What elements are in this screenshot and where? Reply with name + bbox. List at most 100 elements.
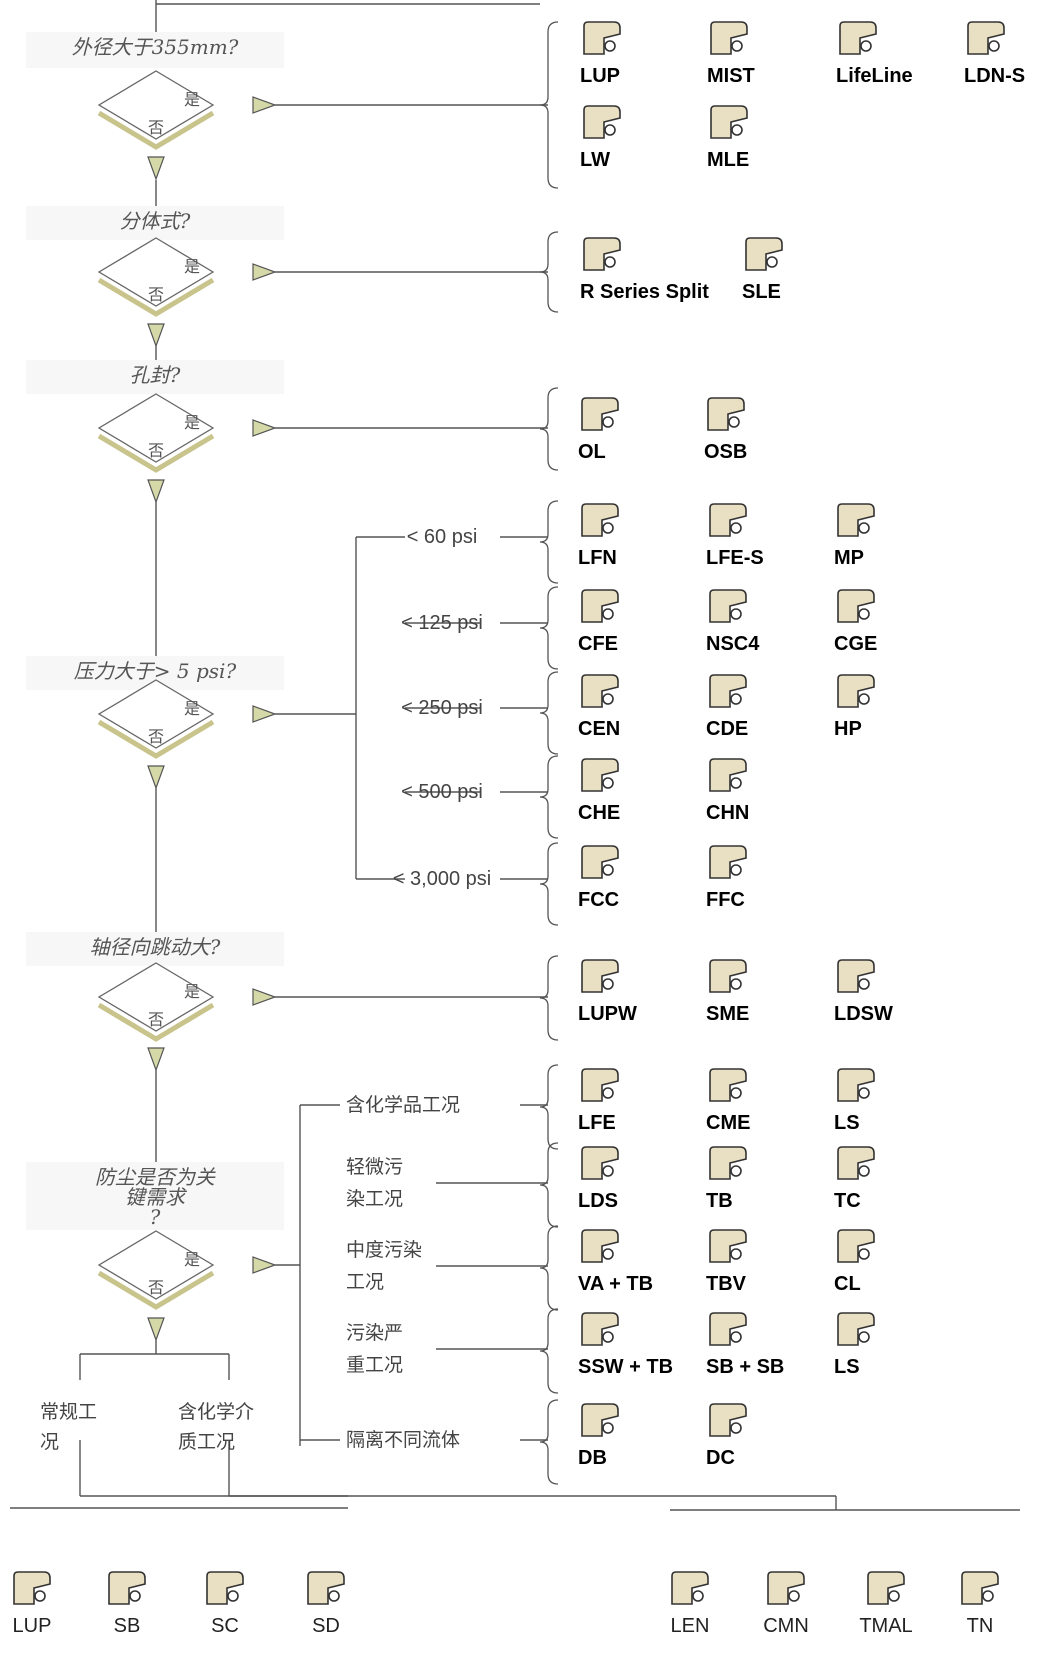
product-label: FFC <box>706 889 745 911</box>
seal-icon <box>581 1146 619 1180</box>
group-brace <box>539 1225 559 1311</box>
decision-yes-label: 是 <box>184 413 200 432</box>
seal-icon <box>961 1571 999 1605</box>
group-brace <box>539 755 559 839</box>
condition-label: 轻微污 <box>346 1156 403 1178</box>
seal-icon <box>967 21 1005 55</box>
product-label: SC <box>211 1615 239 1637</box>
group-brace <box>539 586 559 670</box>
product-label: LFN <box>578 547 617 569</box>
split-label-chem: 质工况 <box>178 1431 235 1453</box>
down-arrow <box>147 1317 165 1342</box>
seal-icon <box>837 589 875 623</box>
seal-icon <box>709 503 747 537</box>
seal-icon <box>837 503 875 537</box>
product-label: CL <box>834 1273 861 1295</box>
seal-icon <box>767 1571 805 1605</box>
question-text: ? <box>150 1205 161 1229</box>
decision-no-label: 否 <box>148 118 164 137</box>
question-text: 轴径向跳动大? <box>90 935 221 959</box>
decision-diamond <box>97 393 215 463</box>
product-label: LW <box>580 149 610 171</box>
question-text: 分体式? <box>120 209 191 233</box>
split-label-chem: 含化学介 <box>178 1401 254 1423</box>
seal-icon <box>710 105 748 139</box>
seal-icon <box>581 589 619 623</box>
seal-icon <box>837 1146 875 1180</box>
seal-icon <box>837 1229 875 1263</box>
seal-icon <box>709 1146 747 1180</box>
pressure-label: < 60 psi <box>407 526 478 548</box>
seal-icon <box>709 1229 747 1263</box>
product-label: LS <box>834 1112 860 1134</box>
seal-icon <box>108 1571 146 1605</box>
question-text: 外径大于355mm? <box>72 35 239 59</box>
down-arrow <box>147 156 165 181</box>
product-label: CGE <box>834 633 877 655</box>
group-brace <box>539 1064 559 1150</box>
product-label: LEN <box>671 1615 710 1637</box>
condition-label: 含化学品工况 <box>346 1094 460 1116</box>
product-label: TC <box>834 1190 861 1212</box>
decision-shadow <box>97 1270 215 1310</box>
decision-yes-label: 是 <box>184 257 200 276</box>
product-label: SSW + TB <box>578 1356 673 1378</box>
product-label: TBV <box>706 1273 747 1295</box>
pressure-label: < 3,000 psi <box>393 868 491 890</box>
decision-diamond <box>97 962 215 1032</box>
decision-yes-label: 是 <box>184 699 200 718</box>
right-arrow <box>252 1256 277 1274</box>
product-label: SB + SB <box>706 1356 784 1378</box>
seal-icon <box>709 845 747 879</box>
product-label: MLE <box>707 149 749 171</box>
seal-icon <box>13 1571 51 1605</box>
seal-icon <box>581 1403 619 1437</box>
seal-icon <box>707 397 745 431</box>
decision-no-label: 否 <box>148 727 164 746</box>
group-brace <box>539 1142 559 1228</box>
product-label: LUPW <box>578 1003 637 1025</box>
seal-icon <box>581 1312 619 1346</box>
seal-icon <box>709 589 747 623</box>
product-label: LFE-S <box>706 547 764 569</box>
seal-icon <box>583 21 621 55</box>
decision-yes-label: 是 <box>184 1250 200 1269</box>
condition-label: 染工况 <box>346 1188 403 1210</box>
product-label: CHN <box>706 802 749 824</box>
seal-icon <box>581 758 619 792</box>
seal-icon <box>745 237 783 271</box>
question-text: 孔封? <box>130 363 181 387</box>
product-label: DC <box>706 1447 735 1469</box>
seal-icon <box>709 959 747 993</box>
product-label: MIST <box>707 65 755 87</box>
decision-shadow <box>97 277 215 317</box>
question-box <box>26 32 284 68</box>
down-arrow <box>147 1047 165 1072</box>
decision-diamond <box>97 237 215 307</box>
group-brace <box>539 842 559 926</box>
group-brace <box>539 671 559 755</box>
decision-shadow <box>97 110 215 150</box>
seal-icon <box>867 1571 905 1605</box>
decision-shadow <box>97 433 215 473</box>
seal-icon <box>839 21 877 55</box>
condition-label: 中度污染 <box>346 1239 422 1261</box>
product-label: LDS <box>578 1190 618 1212</box>
product-label: CFE <box>578 633 618 655</box>
decision-no-label: 否 <box>148 285 164 304</box>
down-arrow <box>147 479 165 504</box>
seal-icon <box>709 1312 747 1346</box>
seal-icon <box>206 1571 244 1605</box>
decision-no-label: 否 <box>148 441 164 460</box>
product-label: LFE <box>578 1112 616 1134</box>
group-brace <box>539 500 559 584</box>
product-label: CEN <box>578 718 620 740</box>
seal-icon <box>581 674 619 708</box>
question-box <box>26 932 284 966</box>
right-arrow <box>252 705 277 723</box>
group-brace <box>539 21 559 189</box>
question-text: 键需求 <box>125 1185 188 1209</box>
question-text: 防尘是否为关 <box>95 1165 216 1189</box>
seal-icon <box>581 959 619 993</box>
